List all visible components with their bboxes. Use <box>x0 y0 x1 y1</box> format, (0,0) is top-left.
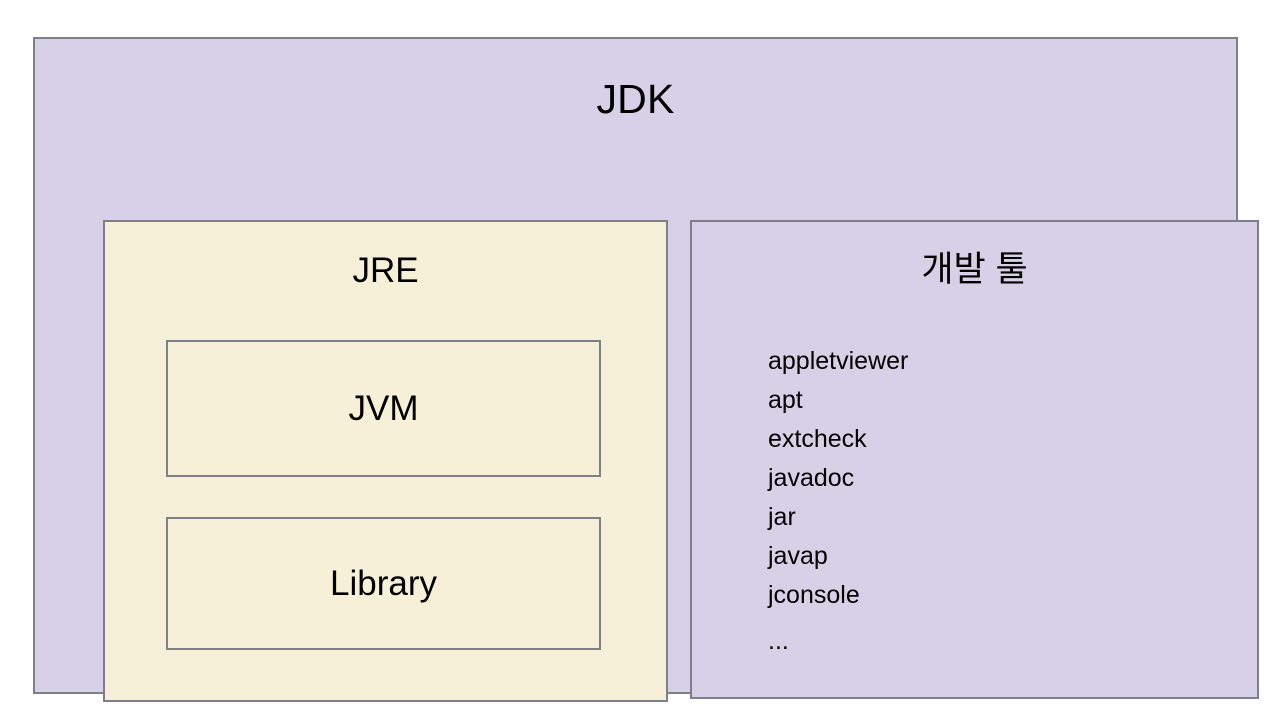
development-tools-box: 개발 툴 appletviewer apt extcheck javadoc j… <box>690 220 1259 699</box>
jdk-title-label: JDK <box>596 76 675 122</box>
jvm-label: JVM <box>348 388 419 428</box>
library-box: Library <box>166 517 601 650</box>
list-item: javap <box>768 542 828 570</box>
list-item: javadoc <box>768 464 855 492</box>
library-label: Library <box>330 563 437 603</box>
list-item: jar <box>768 503 796 531</box>
development-tools-title-label: 개발 툴 <box>921 250 1028 289</box>
list-item: appletviewer <box>768 347 909 375</box>
list-item: jconsole <box>768 581 860 609</box>
development-tools-list: appletviewer apt extcheck javadoc jar ja… <box>768 342 908 661</box>
jre-title-label: JRE <box>352 251 419 290</box>
list-item-ellipsis: ... <box>768 627 789 655</box>
list-item: extcheck <box>768 425 867 453</box>
list-item: apt <box>768 386 803 414</box>
jvm-box: JVM <box>166 340 601 477</box>
jre-container-box: JRE JVM Library <box>103 220 668 702</box>
jdk-container-box: JDK JRE JVM Library 개발 툴 appletviewer ap… <box>33 37 1259 702</box>
